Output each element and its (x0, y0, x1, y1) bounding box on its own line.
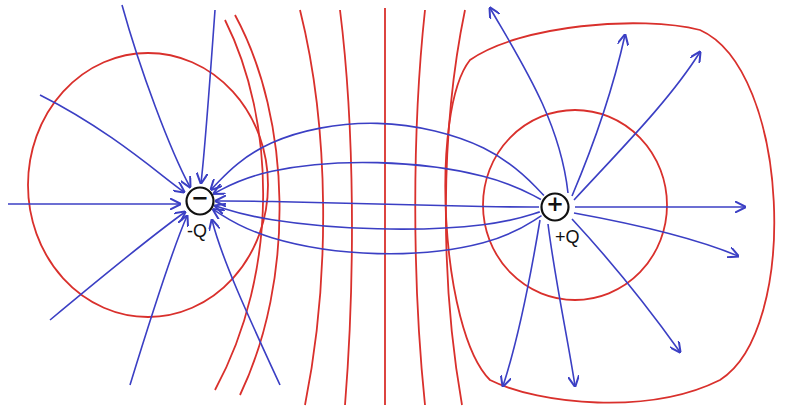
field-line (130, 216, 187, 385)
equipotential-line (384, 8, 386, 405)
equipotential-loop (445, 23, 774, 402)
equipotential-line (415, 10, 425, 405)
field-line (503, 220, 540, 386)
charge-circle: + (540, 192, 570, 222)
field-line (50, 212, 185, 320)
equipotential-lines (28, 8, 774, 405)
field-line (216, 201, 539, 207)
field-lines (8, 5, 745, 386)
field-line (211, 123, 544, 195)
field-line (575, 206, 745, 208)
field-line (8, 203, 180, 205)
equipotential-line (300, 10, 323, 405)
field-line (572, 35, 625, 196)
field-line (201, 10, 215, 183)
charge-label: +Q (555, 227, 580, 248)
equipotential-line (446, 10, 465, 405)
point-charge: + +Q (540, 192, 580, 248)
equipotential-line (215, 20, 263, 390)
field-line (212, 220, 280, 385)
charge-sign: + (540, 192, 570, 222)
field-line (122, 5, 190, 187)
field-line (214, 163, 541, 200)
field-line (215, 206, 540, 229)
field-line (490, 8, 568, 193)
field-line (40, 95, 184, 192)
charge-label: -Q (187, 221, 215, 242)
field-line (572, 219, 680, 352)
charge-sign: − (185, 186, 215, 216)
charge-circle: − (185, 186, 215, 216)
field-line (574, 52, 700, 200)
field-line (213, 210, 541, 254)
equipotential-line (235, 15, 280, 395)
point-charge: − -Q (185, 186, 215, 242)
equipotential-line (340, 10, 352, 405)
equipotential-loop (483, 110, 667, 300)
field-line (548, 224, 575, 386)
